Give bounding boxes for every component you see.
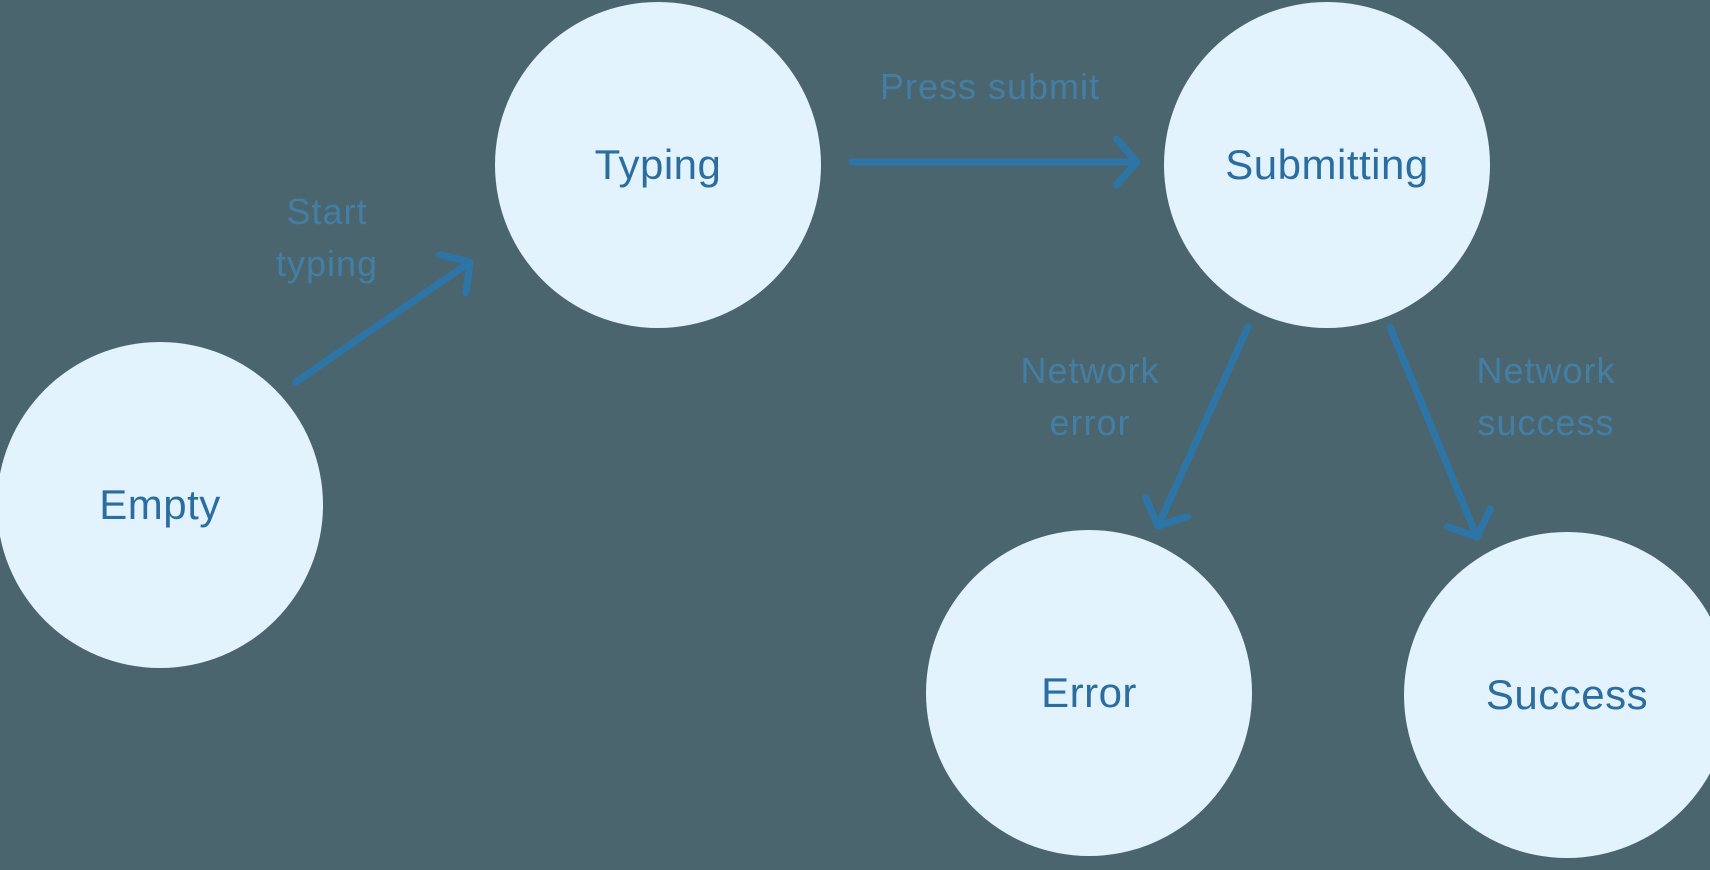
state-node-error[interactable]: Error (926, 530, 1252, 856)
transition-label-network-error: Network (1020, 350, 1160, 391)
state-node-label: Submitting (1225, 141, 1429, 188)
state-node-label: Empty (99, 481, 221, 528)
transition-arrow-press-submit (848, 135, 1141, 189)
transition-label-start-typing: Start (286, 191, 368, 232)
transition-label-start-typing: typing (275, 243, 379, 284)
state-node-empty[interactable]: Empty (0, 342, 323, 668)
transition-arrow-start-typing (292, 251, 474, 386)
transition-label-press-submit: Press submit (879, 66, 1101, 107)
state-node-label: Error (1041, 669, 1137, 716)
state-node-typing[interactable]: Typing (495, 2, 821, 328)
state-node-submitting[interactable]: Submitting (1164, 2, 1490, 328)
state-node-success[interactable]: Success (1404, 532, 1710, 858)
transition-label-network-error: error (1049, 402, 1131, 443)
state-node-label: Typing (594, 141, 722, 188)
transition-arrow-network-success (1386, 323, 1494, 541)
transition-label-network-success: success (1477, 402, 1615, 443)
transition-label-network-success: Network (1476, 350, 1616, 391)
transition-arrow-network-error (1142, 323, 1252, 530)
state-node-label: Success (1485, 671, 1649, 718)
